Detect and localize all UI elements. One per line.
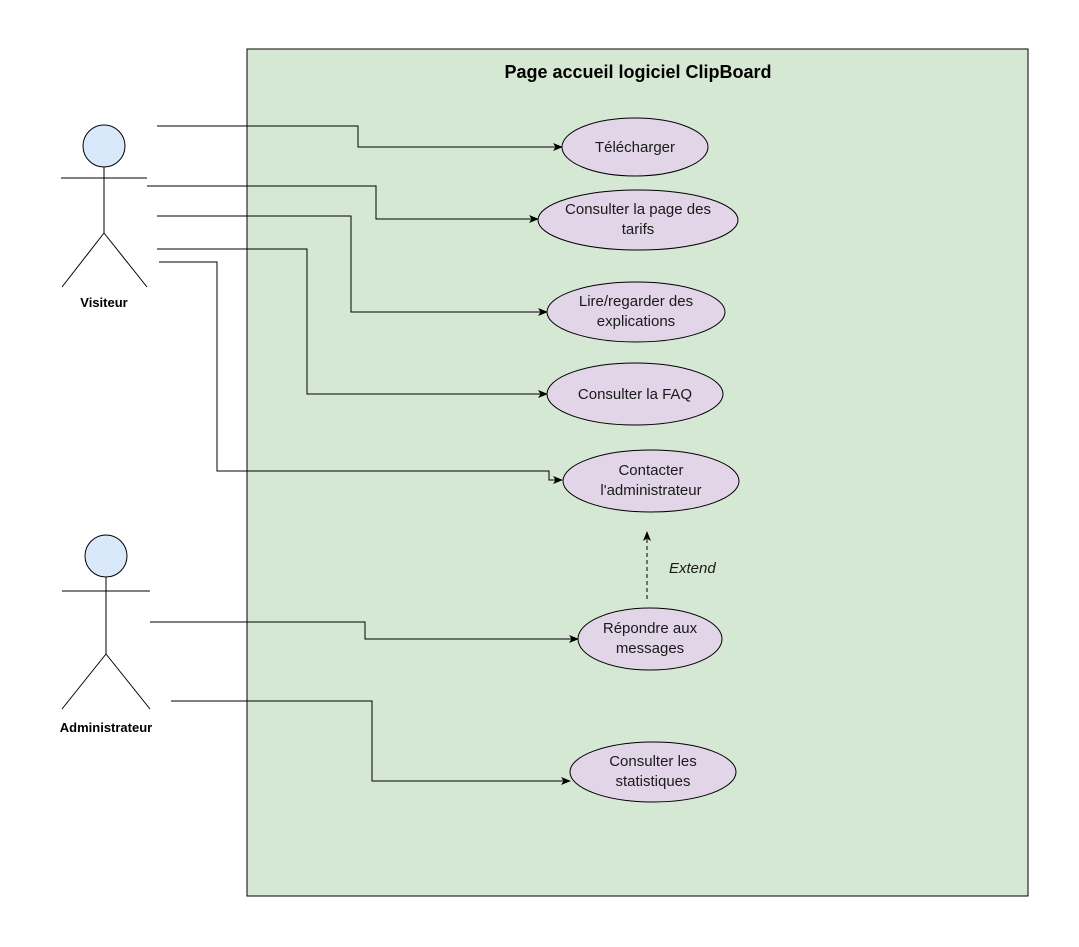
- use-case-repondre-shape: [577, 607, 723, 671]
- use-case-telecharger-line-1: Télécharger: [595, 139, 675, 156]
- edge-visiteur-contacter: [159, 261, 563, 484]
- use-case-tarifs[interactable]: Consulter la page des tarifs: [537, 189, 739, 251]
- edge-admin-repondre: [150, 621, 579, 643]
- use-case-contacter[interactable]: Contacter l'administrateur: [562, 449, 740, 513]
- use-case-statistiques-line-1: Consulter les: [609, 753, 697, 770]
- use-case-faq[interactable]: Consulter la FAQ: [546, 362, 724, 426]
- use-case-faq-shape: [546, 362, 724, 426]
- use-case-telecharger[interactable]: Télécharger: [561, 117, 709, 177]
- actor-administrateur[interactable]: Administrateur: [60, 534, 152, 735]
- use-case-contacter-line-1: Contacter: [618, 462, 683, 479]
- use-case-repondre-line-1: Répondre aux: [603, 620, 698, 637]
- use-case-repondre[interactable]: Répondre aux messages: [577, 607, 723, 671]
- use-case-contacter-shape: [562, 449, 740, 513]
- edge-visiteur-telecharger: [157, 125, 563, 151]
- actor-visiteur-label: Visiteur: [80, 295, 127, 310]
- actor-visiteur-head: [82, 124, 126, 168]
- actor-administrateur-leg-left: [61, 653, 107, 710]
- extend-label: Extend: [669, 560, 716, 577]
- actor-visiteur-leg-left: [61, 232, 105, 288]
- use-case-statistiques-line-2: statistiques: [615, 773, 690, 790]
- edge-visiteur-faq: [157, 248, 548, 398]
- edge-visiteur-explications: [157, 215, 548, 316]
- edge-admin-statistiques: [171, 700, 571, 785]
- use-case-tarifs-line-2: tarifs: [622, 221, 655, 238]
- use-case-repondre-line-2: messages: [616, 640, 684, 657]
- use-case-faq-line-1: Consulter la FAQ: [578, 386, 692, 403]
- system-title: Page accueil logiciel ClipBoard: [504, 62, 771, 82]
- actor-visiteur-leg-right: [103, 232, 148, 288]
- use-case-explications-line-2: explications: [597, 313, 675, 330]
- actor-administrateur-label: Administrateur: [60, 720, 152, 735]
- use-case-tarifs-line-1: Consulter la page des: [565, 201, 711, 218]
- use-case-explications-line-1: Lire/regarder des: [579, 293, 693, 310]
- use-case-statistiques-shape: [569, 741, 737, 803]
- edge-visiteur-tarifs: [147, 185, 539, 223]
- use-case-contacter-line-2: l'administrateur: [600, 482, 701, 499]
- use-case-statistiques[interactable]: Consulter les statistiques: [569, 741, 737, 803]
- use-case-explications[interactable]: Lire/regarder des explications: [546, 281, 726, 343]
- use-case-telecharger-shape: [561, 117, 709, 177]
- actor-administrateur-leg-right: [105, 653, 151, 710]
- actor-administrateur-head: [84, 534, 128, 578]
- use-case-explications-shape: [546, 281, 726, 343]
- actor-visiteur[interactable]: Visiteur: [61, 124, 148, 310]
- use-case-tarifs-shape: [537, 189, 739, 251]
